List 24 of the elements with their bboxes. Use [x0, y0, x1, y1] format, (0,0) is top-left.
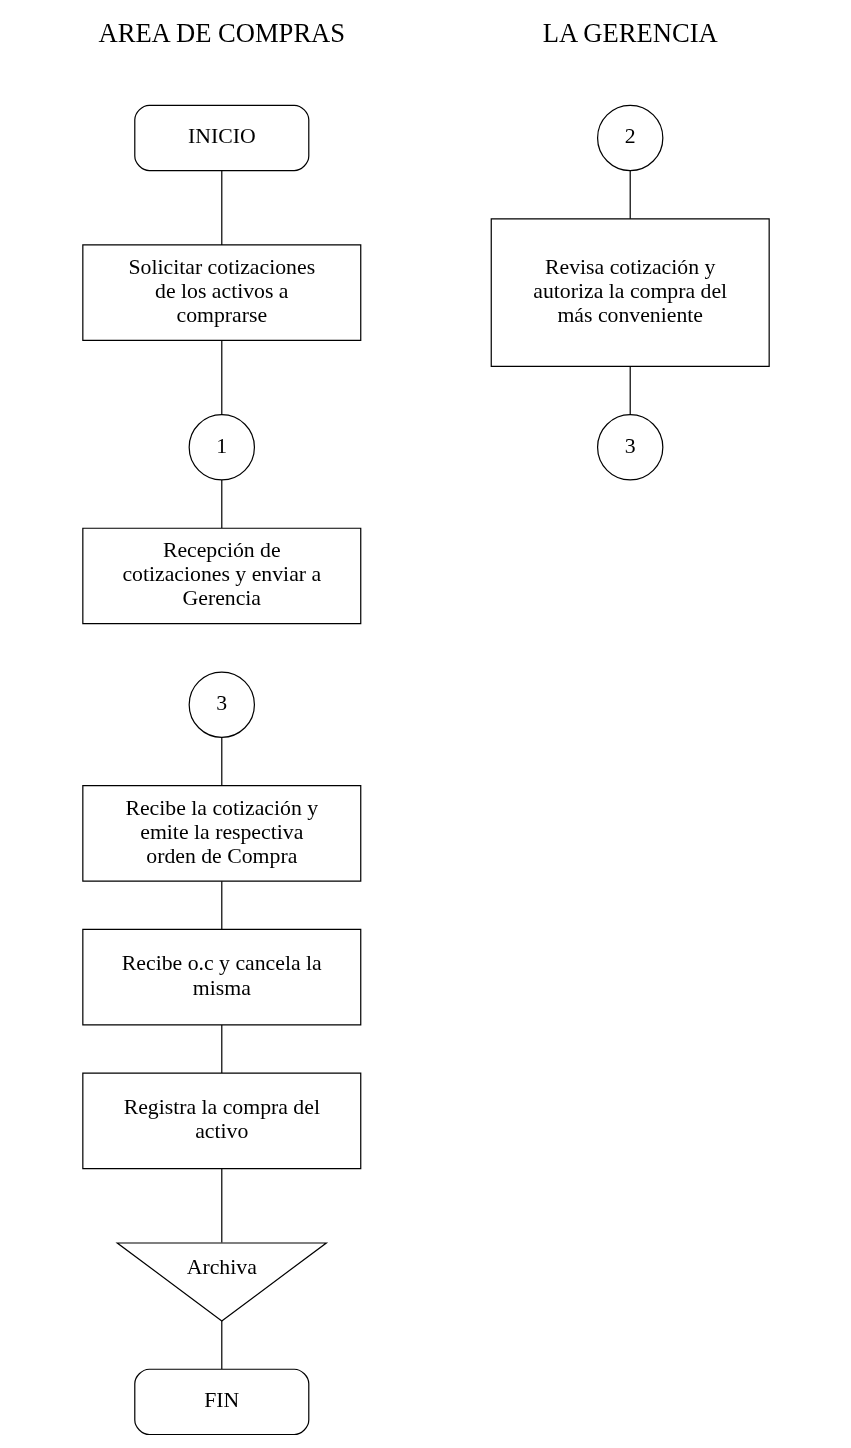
node-box: FIN: [133, 1368, 309, 1436]
connector: [220, 736, 222, 786]
node-circle: 1: [188, 414, 255, 481]
node-circle: 3: [596, 414, 663, 481]
node-circle: 2: [596, 104, 663, 172]
node-box: Revisa cotización y autoriza la compra del más conveniente: [490, 218, 770, 367]
connector: [220, 1320, 222, 1370]
connector: [220, 340, 222, 416]
connector: [629, 365, 631, 415]
connector: [220, 1024, 222, 1074]
connector: [629, 170, 631, 220]
node-box: Recibe la cotización y emite la respectiva orden de Compra: [81, 785, 361, 882]
connector: [220, 1168, 222, 1244]
label: LA GERENCIA: [542, 18, 718, 49]
connector: [220, 880, 222, 930]
connector: [220, 170, 222, 246]
label: AREA DE COMPRAS: [97, 18, 345, 49]
node-box: Recepción de cotizaciones y enviar a Gerencia: [81, 527, 361, 625]
node-box: INICIO: [133, 104, 309, 172]
connector: [220, 479, 222, 529]
node-box: Registra la compra del activo: [81, 1072, 361, 1170]
node-box: Recibe o.c y cancela la misma: [81, 928, 361, 1026]
node-box: Solicitar cotizaciones de los activos a comprarse: [81, 244, 361, 341]
node-circle: 3: [188, 671, 255, 738]
